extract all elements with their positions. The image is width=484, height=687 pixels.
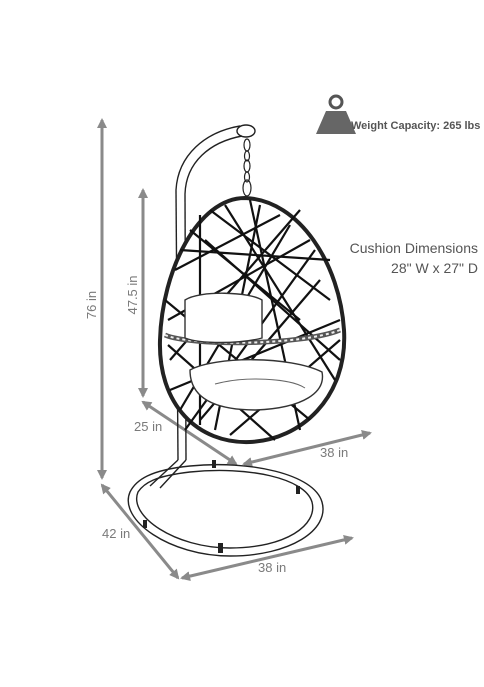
egg-depth-arrow (141, 400, 238, 466)
cushion-dimensions-title: Cushion Dimensions (350, 240, 478, 256)
total-height-label: 76 in (84, 291, 99, 319)
base-depth-label: 42 in (102, 526, 130, 541)
egg-width-label: 38 in (320, 445, 348, 460)
weight-capacity-label: Weight Capacity: 265 lbs (351, 120, 480, 132)
egg-width-arrow (242, 430, 372, 467)
egg-chair (157, 195, 347, 445)
base-depth-arrow (100, 483, 180, 580)
base-feet (143, 460, 300, 553)
hanging-chain (242, 138, 252, 197)
egg-height-label: 47.5 in (125, 275, 140, 314)
base-width-label: 38 in (258, 560, 286, 575)
base-width-arrow (180, 534, 354, 582)
egg-depth-label: 25 in (134, 419, 162, 434)
cushion-dimensions-size: 28" W x 27" D (391, 260, 478, 276)
weight-icon (316, 94, 356, 134)
